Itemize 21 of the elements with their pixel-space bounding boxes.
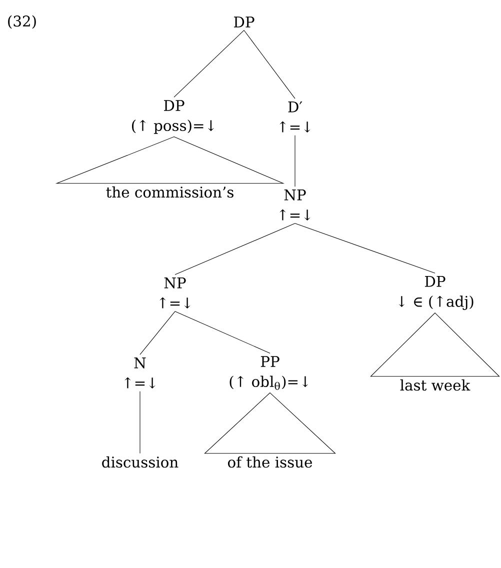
tree-label: DP (↑ poss)=↓ [132, 100, 214, 134]
tree-label: DP [234, 16, 254, 28]
branch-line [294, 223, 436, 274]
triangle [370, 312, 500, 377]
tree-label: NP ↑=↓ [280, 190, 310, 220]
branch-line [140, 311, 176, 355]
branch-line [174, 223, 296, 275]
leaf-word: of the issue [228, 456, 312, 468]
branch-line [244, 30, 296, 99]
leaf-word: the commission’s [106, 186, 234, 198]
leaf-word: discussion [102, 456, 178, 468]
leaf-word: last week [400, 379, 470, 391]
tree-label: N ↑=↓ [124, 358, 156, 388]
tree-label: PP (↑ obl$_{θ}$)=↓ [230, 356, 308, 390]
tree-label: D′ ↑=↓ [280, 102, 310, 132]
tree-label: DP ↓ ∈ (↑adj) [398, 276, 474, 310]
branch-line [174, 30, 244, 98]
tree-label: NP ↑=↓ [160, 278, 190, 308]
branch-line [174, 311, 270, 354]
branch-line [294, 135, 296, 187]
example-number: (32) [8, 15, 36, 29]
